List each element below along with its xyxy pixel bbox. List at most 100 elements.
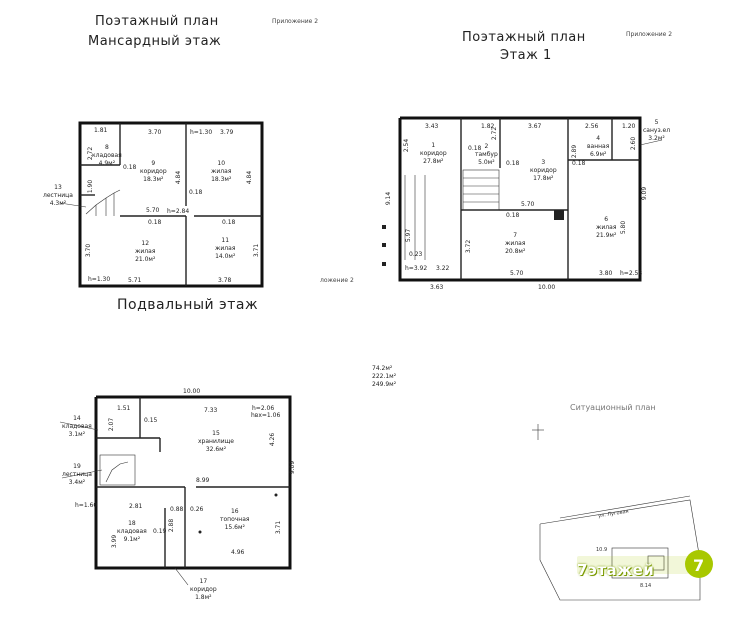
floor1-dim: 2.89	[571, 144, 579, 159]
attic-dim: 3.79	[220, 129, 234, 136]
attic-dim: 5.70	[146, 207, 160, 214]
floor1-dim: 3.63	[430, 284, 444, 291]
basement-dim: 3.99	[111, 534, 119, 549]
logo-badge: 7	[693, 556, 705, 575]
basement-dim: h=2.06	[252, 405, 275, 412]
floor1-dim: h=3.92	[405, 265, 428, 272]
basement-dim: 9.09	[289, 460, 297, 475]
floor1-dim: 3.22	[436, 265, 450, 272]
attic-dim: 1.90	[87, 179, 95, 194]
basement-dim: 1.51	[117, 405, 131, 412]
basement-dim: 2.88	[168, 518, 176, 533]
basement-plan-walls	[59, 395, 292, 586]
total-area-2: 222.1м²	[372, 373, 397, 380]
logo-text: 7этажей	[577, 561, 655, 579]
floor1-dim: 0.18	[506, 160, 520, 167]
attic-dim: 4.84	[175, 170, 183, 185]
attic-plan-walls	[59, 121, 264, 288]
appendix-note-3: ложение 2	[320, 277, 354, 284]
total-area-1: 74.2м²	[372, 365, 393, 372]
attic-title-line1: Поэтажный план	[95, 14, 219, 29]
attic-dim: 3.78	[218, 277, 232, 284]
floor1-dim: 3.43	[425, 123, 439, 130]
floor1-dim: 0.18	[572, 160, 586, 167]
floor1-dim: 3.67	[528, 123, 542, 130]
attic-dim: 0.18	[148, 219, 162, 226]
attic-dim: 5.71	[128, 277, 142, 284]
attic-dim: 0.18	[189, 189, 203, 196]
floor1-plan-walls	[382, 116, 663, 282]
attic-title-line2: Мансардный этаж	[88, 34, 222, 49]
floor1-dim: 3.72	[465, 239, 473, 254]
floor1-dim: 5.70	[510, 270, 524, 277]
situation-plan	[532, 424, 701, 601]
basement-dim: 10.00	[183, 388, 201, 395]
basement-dim: 0.26	[190, 506, 204, 513]
floor1-dim: 2.54	[403, 138, 411, 153]
floor1-dim: 0.23	[409, 251, 423, 258]
basement-dim: 0.88	[170, 506, 184, 513]
basement-dim: 2.81	[129, 503, 143, 510]
attic-dim: 3.70	[85, 243, 93, 258]
appendix-note-2: Приложение 2	[626, 31, 673, 38]
situation-dim: 8.14	[640, 583, 652, 589]
basement-dim: hвх=1.06	[251, 412, 281, 419]
attic-dim: h=2.84	[167, 208, 190, 215]
floor1-dim: 1.20	[622, 123, 636, 130]
total-area-3: 249.9м²	[372, 381, 397, 388]
floor1-dim: 9.14	[385, 191, 393, 206]
floor1-dim: 0.18	[468, 145, 482, 152]
floor1-title-line2: Этаж 1	[500, 48, 552, 63]
attic-dim: 3.71	[253, 243, 261, 258]
floor1-title-line1: Поэтажный план	[462, 30, 586, 45]
attic-dim: 0.18	[222, 219, 236, 226]
logo-graphic	[577, 550, 713, 578]
floor1-dim: h=2.58	[620, 270, 643, 277]
situation-dim: 10.9	[596, 547, 608, 553]
appendix-note-1: Приложение 2	[272, 18, 319, 25]
basement-dim: 3.71	[275, 520, 283, 535]
floor1-dim: 9.09	[641, 186, 649, 201]
basement-dim: 4.26	[269, 432, 277, 447]
floor1-dim: 2.60	[630, 136, 638, 151]
basement-dim: 0.15	[144, 417, 158, 424]
basement-dim: 0.19	[153, 528, 167, 535]
basement-dim: 4.96	[231, 549, 245, 556]
floor1-dim: 5.80	[620, 220, 628, 235]
floor1-dim: 5.97	[405, 228, 413, 243]
basement-title: Подвальный этаж	[117, 297, 259, 313]
floor1-dim: 2.56	[585, 123, 599, 130]
situation-title: Ситуационный план	[570, 403, 656, 412]
floor1-dim: 10.00	[538, 284, 556, 291]
basement-dim: 2.07	[108, 417, 116, 432]
attic-dim: 0.18	[123, 164, 137, 171]
attic-dim: 1.81	[94, 127, 108, 134]
attic-dim: 3.70	[148, 129, 162, 136]
basement-dim: 8.99	[196, 477, 210, 484]
attic-dim: h=1.30	[190, 129, 213, 136]
floor1-dim: 1.82	[481, 123, 495, 130]
floor1-dim: 0.18	[506, 212, 520, 219]
basement-dim: h=1.60	[75, 502, 98, 509]
floor1-dim: 2.72	[491, 126, 499, 141]
